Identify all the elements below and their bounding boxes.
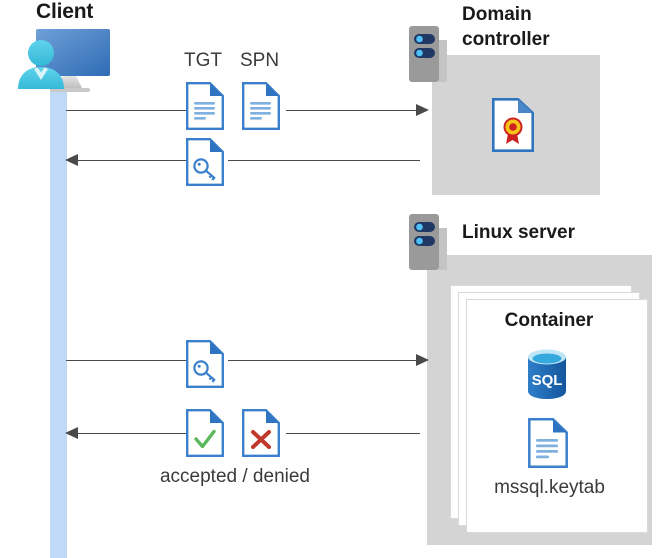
- spn-label: SPN: [240, 50, 280, 71]
- accepted-denied-label: accepted / denied: [159, 466, 310, 487]
- arrow-segment-left-2: [78, 160, 186, 161]
- domain-controller-title: Domain controller: [462, 2, 550, 52]
- sql-database-icon: SQL: [524, 348, 570, 400]
- container-title-wrap: Container: [462, 310, 636, 332]
- svg-text:SQL: SQL: [532, 372, 563, 389]
- client-lifeline: [50, 88, 67, 558]
- certificate-document-icon: [492, 98, 534, 152]
- arrow-segment-right-1: [286, 110, 420, 111]
- server-rack-icon-linux: [409, 214, 447, 270]
- document-key-icon-upper: [186, 138, 224, 186]
- arrowhead-left-4: [64, 426, 78, 440]
- client-title: Client: [36, 0, 94, 23]
- container-title: Container: [504, 310, 594, 331]
- document-cross-denied-icon: [242, 409, 280, 457]
- arrowhead-right-3: [416, 353, 430, 367]
- document-spn-icon: [242, 82, 280, 130]
- arrow-segment-right-4: [286, 433, 420, 434]
- container-card-front: [466, 299, 648, 533]
- client-computer-user-icon: [6, 22, 118, 94]
- document-keytab-icon: [528, 418, 568, 468]
- arrow-segment-left-1: [66, 110, 186, 111]
- domain-controller-title-line2: controller: [462, 29, 550, 50]
- keytab-filename-label: mssql.keytab: [494, 477, 605, 498]
- arrow-segment-left-4: [78, 433, 186, 434]
- server-rack-icon-dc: [409, 26, 447, 82]
- arrow-segment-right-3: [228, 360, 420, 361]
- domain-controller-title-line1: Domain: [462, 4, 532, 25]
- linux-server-title: Linux server: [462, 222, 575, 243]
- document-key-icon-lower: [186, 340, 224, 388]
- arrow-segment-right-2: [228, 160, 420, 161]
- document-check-accepted-icon: [186, 409, 224, 457]
- document-tgt-icon: [186, 82, 224, 130]
- arrow-segment-left-3: [66, 360, 186, 361]
- tgt-label: TGT: [184, 50, 222, 71]
- arrowhead-right-1: [416, 103, 430, 117]
- arrowhead-left-2: [64, 153, 78, 167]
